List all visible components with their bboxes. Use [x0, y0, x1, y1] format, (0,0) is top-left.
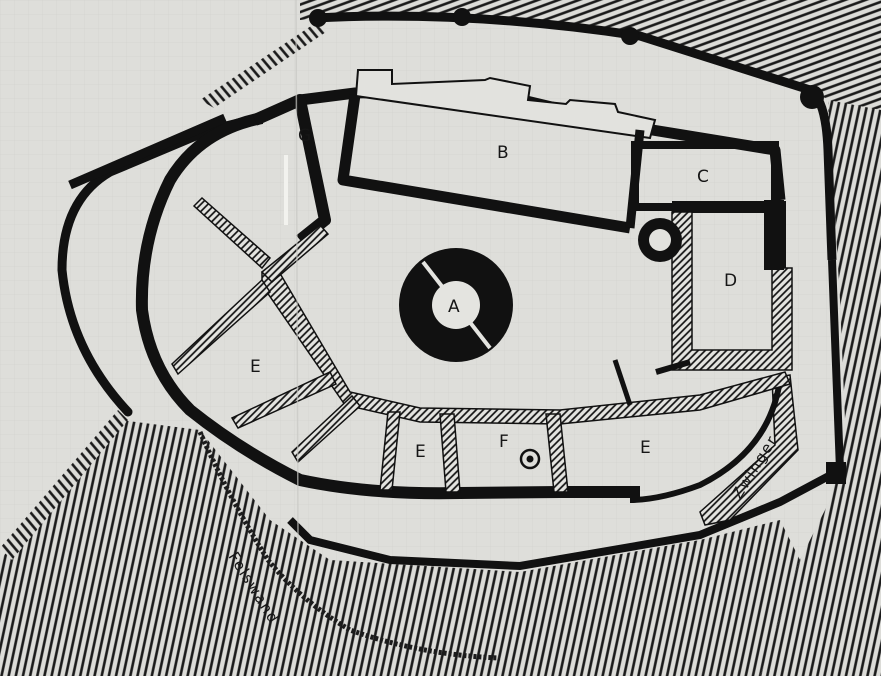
room-label-a: A: [448, 297, 460, 317]
north-annex: [354, 69, 657, 140]
curtain-wall-west: [135, 112, 640, 500]
paper-fold: [295, 0, 299, 541]
northeast-tower: [800, 85, 824, 109]
zwinger-wall-hatched: [699, 374, 799, 526]
building-d-spur: [655, 359, 691, 375]
southeast-bastion: [826, 462, 846, 484]
outer-wall-northwest-spur: [68, 113, 227, 190]
slope-hatching-upper-left: [200, 20, 326, 108]
stair-turret-core: [649, 229, 671, 251]
room-label-e-west: E: [250, 357, 261, 377]
partition-wall-6: [439, 413, 461, 493]
room-label-f: F: [499, 432, 509, 452]
courtyard-stub: [612, 359, 633, 406]
partition-wall-5: [379, 411, 401, 491]
slope-hatching-bottom: [0, 420, 800, 676]
building-b: [337, 94, 631, 234]
room-label-b: B: [497, 143, 509, 163]
room-label-e-east: E: [640, 438, 651, 458]
well-core: [526, 455, 534, 463]
keep-a-passage: [421, 260, 492, 350]
gate-tower-g: [252, 94, 331, 245]
partition-wall-7: [545, 413, 569, 493]
north-tower-3: [621, 27, 639, 45]
partition-wall-1: [192, 196, 272, 270]
courtyard-wall-north-spur: [260, 223, 330, 284]
slope-hatching-right: [760, 100, 881, 676]
outer-wall-west: [57, 113, 263, 417]
outer-wall-north: [314, 11, 837, 261]
partition-wall-2: [171, 278, 271, 376]
slope-hatching-top: [300, 0, 881, 240]
partition-wall-4: [291, 394, 362, 464]
room-label-c: C: [697, 167, 709, 187]
building-d-pier: [764, 200, 784, 270]
room-label-e-south: E: [415, 442, 426, 462]
slope-hatching-left-strip: [0, 410, 128, 560]
partition-wall-3: [230, 371, 338, 429]
room-label-d: D: [724, 271, 737, 291]
north-tower-2: [453, 8, 471, 26]
north-tower-1: [309, 9, 327, 27]
zwinger-inner-wall: [629, 379, 783, 503]
room-label-g: G: [298, 126, 311, 146]
felswand-edge: [197, 430, 501, 661]
well-icon: [519, 448, 541, 470]
